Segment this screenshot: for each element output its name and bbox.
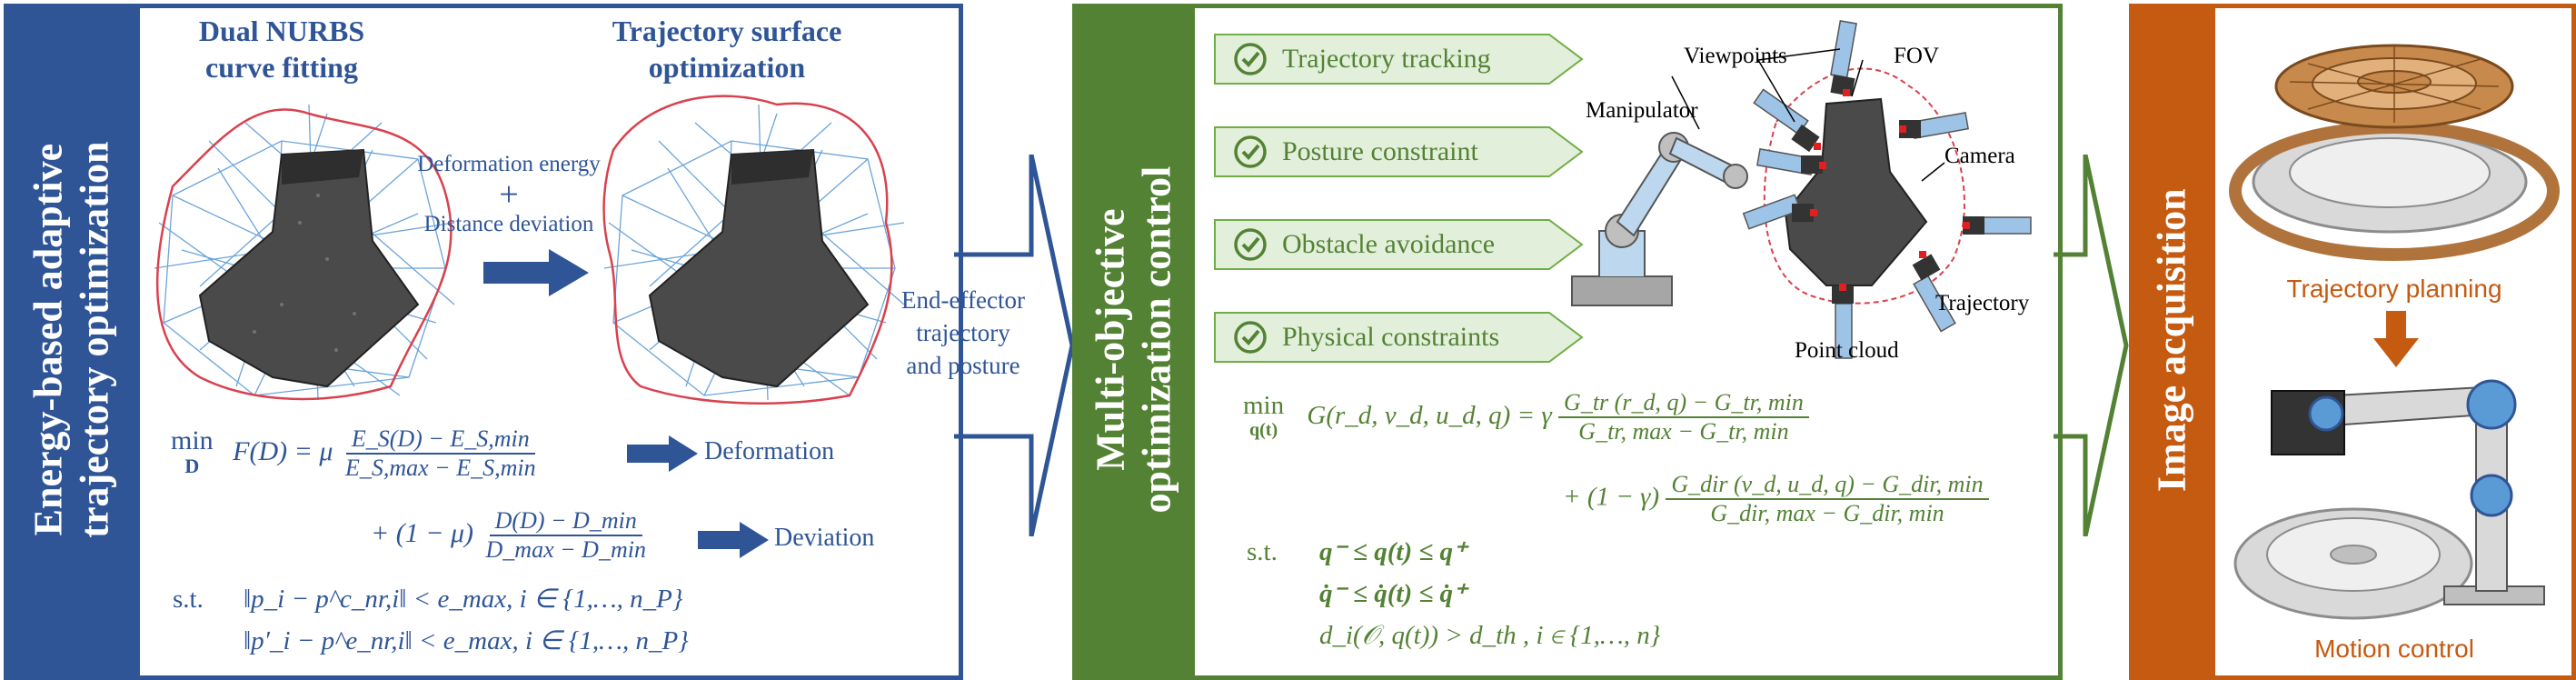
nurbs-fitting-illustration (154, 104, 455, 401)
deformation-label: Deformation (704, 437, 835, 465)
check-circle-icon (1234, 135, 1267, 168)
eq2-st-label: s.t. (1247, 537, 1278, 566)
energy-arrow (483, 249, 589, 296)
check-trajectory-tracking: Trajectory tracking (1213, 33, 1586, 85)
energy-label-deformation: Deformation energy (417, 152, 601, 176)
panel2-side-title: Multi-objective optimization control (1072, 4, 1195, 676)
panel3-border (2129, 4, 2576, 680)
objective-equation: min D F(D) = μ E_S(D) − E_S,min E_S,max … (171, 425, 542, 482)
col2-title: Trajectory surface optimization (612, 15, 842, 84)
label-trajectory: Trajectory (1935, 291, 2030, 315)
manipulator-arm (1571, 132, 1748, 306)
eq2-st-line2: q̇⁻ ≤ q̇(t) ≤ q̇⁺ (1319, 579, 1467, 608)
panel1-side-title: Energy-based adaptive trajectory optimiz… (4, 4, 140, 676)
energy-terms: Deformation energy + Distance deviation (413, 150, 604, 239)
eq2-frac1-den: G_tr, max − G_tr, min (1578, 418, 1789, 445)
eq-frac1-num: E_S(D) − E_S,min (345, 425, 535, 455)
motion-control-illustration (2233, 379, 2545, 620)
eq2-frac1-num: G_tr (r_d, q) − G_tr, min (1558, 389, 1809, 418)
transition-arrow-2 (2054, 155, 2129, 536)
eq-frac2-num: D(D) − D_min (489, 507, 642, 536)
check-circle-icon (1234, 228, 1267, 261)
eq2-frac2-den: G_dir, max − G_dir, min (1710, 500, 1944, 526)
label-point-cloud: Point cloud (1795, 338, 1899, 363)
eq2-min: min (1243, 390, 1285, 420)
check-posture-constraint: Posture constraint (1213, 125, 1586, 178)
deviation-label: Deviation (774, 524, 875, 552)
panel1-border (4, 4, 963, 680)
check-circle-icon (1234, 43, 1267, 75)
check-obstacle-avoidance: Obstacle avoidance (1213, 218, 1586, 271)
trajectory-planning-illustration (2229, 44, 2560, 261)
objective-equation-line2: + (1 − μ) D(D) − D_min D_max − D_min (371, 507, 651, 564)
eq-min: min (171, 425, 214, 455)
eq-line2-prefix: + (1 − μ) (371, 517, 474, 548)
deformation-arrow (627, 435, 698, 472)
part-surface-2 (648, 148, 870, 388)
end-effector-text: End-effector trajectory and posture (901, 286, 1025, 379)
optimized-curve-red (602, 95, 893, 405)
eq-frac1-den: E_S,max − E_S,min (344, 455, 536, 481)
col1-title: Dual NURBS curve fitting (198, 15, 365, 84)
check-physical-constraints: Physical constraints (1213, 311, 1586, 364)
eq2-st-line3: d_i(𝒪, q(t)) > d_th , i ∈ {1,…, n} (1319, 621, 1661, 650)
label-viewpoints: Viewpoints (1684, 44, 1787, 68)
label-trajectory-planning: Trajectory planning (2286, 275, 2502, 303)
control-objective-line2: + (1 − γ) G_dir (v_d, u_d, q) − G_dir, m… (1563, 471, 1989, 527)
surface-optimization-illustration (602, 95, 905, 405)
part-surface (198, 148, 420, 388)
control-constraints: s.t. q⁻ ≤ q(t) ≤ q⁺ q̇⁻ ≤ q̇(t) ≤ q̇⁺ d_… (1247, 531, 1660, 656)
eq2-line2-prefix: + (1 − γ) (1563, 482, 1660, 512)
panel3-side-title: Image acquisition (2129, 4, 2215, 676)
scene-trajectory (1763, 67, 1965, 305)
eq2-lhs: G(r_d, v_d, u_d, q) = γ (1307, 400, 1552, 430)
st-line1: ‖p_i − p^c_nr,i‖ < e_max, i ∈ {1,…, n_P} (244, 585, 683, 614)
st-line2: ‖p′_i − p^e_nr,i‖ < e_max, i ∈ {1,…, n_P… (244, 626, 689, 655)
check-circle-icon (1234, 321, 1267, 354)
eq-min-sub: D (184, 455, 200, 477)
deviation-arrow (698, 522, 769, 558)
label-camera: Camera (1944, 144, 2015, 168)
planning-to-motion-arrow (2373, 311, 2419, 367)
eq-lhs: F(D) = μ (233, 435, 333, 466)
energy-plus: + (499, 175, 519, 214)
control-objective: min q(t) G(r_d, v_d, u_d, q) = γ G_tr (r… (1243, 389, 1809, 445)
st-label: s.t. (173, 585, 204, 614)
nurbs-curve-red (155, 108, 453, 401)
label-fov: FOV (1894, 44, 1940, 68)
eq-frac2-den: D_max − D_min (485, 536, 646, 563)
constraints: s.t. ‖p_i − p^c_nr,i‖ < e_max, i ∈ {1,…,… (173, 578, 689, 662)
label-motion-control: Motion control (2314, 635, 2474, 663)
eq2-min-sub: q(t) (1249, 419, 1278, 440)
eq2-st-line1: q⁻ ≤ q(t) ≤ q⁺ (1319, 537, 1467, 566)
label-manipulator: Manipulator (1586, 98, 1698, 123)
eq2-frac2-num: G_dir (v_d, u_d, q) − G_dir, min (1666, 471, 1989, 500)
panel2-border (1072, 4, 2063, 680)
robot-scene-illustration (1571, 20, 2032, 359)
energy-label-deviation: Distance deviation (423, 212, 594, 236)
